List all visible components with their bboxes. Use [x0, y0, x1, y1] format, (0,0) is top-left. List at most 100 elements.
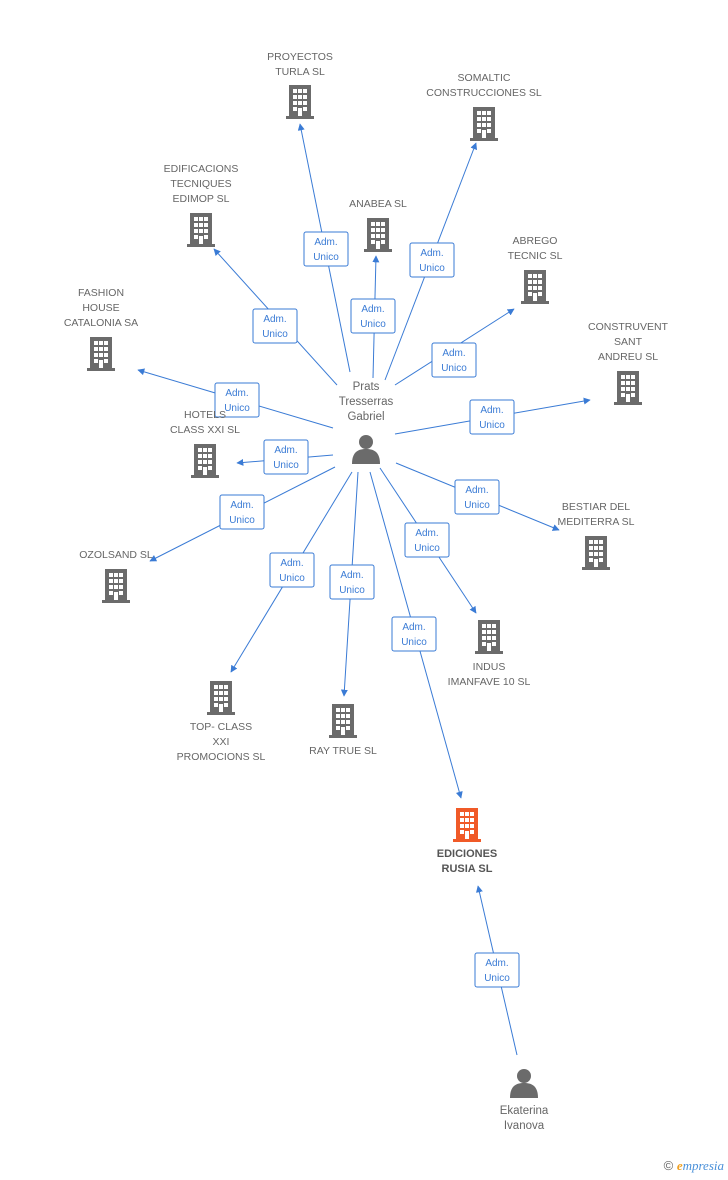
building-icon [102, 569, 130, 603]
person-label: Ivanova [504, 1120, 545, 1132]
edge-p1-c2: Adm. Unico [384, 142, 478, 381]
brand-initial: e [676, 1158, 683, 1173]
edge-label-box[interactable]: Adm.Unico [219, 494, 265, 530]
company-label: ANDREU SL [598, 351, 658, 363]
company-label: PROYECTOS [267, 51, 333, 63]
company-label: MEDITERRA SL [557, 516, 634, 528]
company-label: BESTIAR DEL [562, 501, 630, 513]
company-label: HOUSE [82, 302, 119, 314]
edge-label-text: Unico [419, 263, 445, 274]
edge-label-text: Adm. [361, 304, 384, 315]
edge-label-text: Unico [313, 252, 339, 263]
edge-label-frame [454, 479, 500, 515]
edge-label-text: Unico [262, 329, 288, 340]
edge-label-box[interactable]: Adm. Unico [391, 616, 437, 652]
edge-label-box[interactable]: Adm. Unico [409, 242, 455, 278]
person-label: Gabriel [347, 411, 384, 423]
company-node-c4[interactable]: ANABEA SL [349, 198, 407, 252]
person-label: Prats [353, 381, 380, 393]
edge-label-text: Unico [229, 515, 255, 526]
company-node-c13[interactable]: RAY TRUE SL [309, 704, 377, 757]
edge-label-frame [474, 952, 520, 988]
company-label: EDIMOP SL [173, 193, 230, 205]
company-label: HOTELS [184, 409, 226, 421]
edge-p2-c14: Adm.Unico [474, 885, 520, 1056]
edge-label-box[interactable]: Adm.Unico [263, 439, 309, 475]
edge-label-frame [252, 308, 298, 344]
company-label: TECNIQUES [170, 178, 231, 190]
edge-p1-c13: Adm.Unico [329, 471, 375, 697]
edge-label-frame [409, 242, 455, 278]
company-label: IMANFAVE 10 SL [448, 676, 531, 688]
edge-label-frame [469, 399, 515, 435]
building-icon [582, 536, 610, 570]
company-node-c10[interactable]: OZOLSAND SL [79, 549, 153, 603]
edge-label-frame [391, 616, 437, 652]
edge-label-text: Unico [414, 543, 440, 554]
company-label: CONSTRUVENT [588, 321, 669, 333]
edge-label-box[interactable]: Adm. Unico [269, 552, 315, 588]
edge-label-box[interactable]: Adm.Unico [469, 399, 515, 435]
edge-label-frame [214, 382, 260, 418]
company-label: CLASS XXI SL [170, 424, 240, 436]
edge-p1-c12: Adm. Unico [230, 471, 353, 673]
edge-label-text: Adm. [442, 348, 465, 359]
edge-label-box[interactable]: Adm.Unico [329, 564, 375, 600]
edge-label-text: Unico [401, 637, 427, 648]
company-node-c8[interactable]: HOTELS CLASS XXI SL [170, 409, 240, 478]
edge-label-text: Unico [484, 973, 510, 984]
edge-label-text: Adm. [480, 405, 503, 416]
company-node-c1[interactable]: PROYECTOS TURLA SL [267, 51, 333, 119]
edge-label-box[interactable]: Adm.Unico [404, 522, 450, 558]
company-label: XXI [213, 736, 230, 748]
edge-label-text: Unico [464, 500, 490, 511]
company-label: EDICIONES [437, 848, 498, 860]
company-node-c9[interactable]: BESTIAR DEL MEDITERRA SL [557, 501, 635, 570]
edge-label-box[interactable]: Adm. Unico [303, 231, 349, 267]
edge-label-text: Adm. [420, 248, 443, 259]
edge-label-text: Unico [441, 363, 467, 374]
company-label: FASHION [78, 287, 124, 299]
edge-label-text: Adm. [280, 558, 303, 569]
company-label: TURLA SL [275, 66, 325, 78]
brand-name: mpresia [682, 1158, 724, 1173]
edge-label-frame [263, 439, 309, 475]
edge-label-box[interactable]: Adm.Unico [474, 952, 520, 988]
edge-label-text: Adm. [263, 314, 286, 325]
edge-label-frame [219, 494, 265, 530]
edge-label-text: Adm. [402, 622, 425, 633]
company-label: ANABEA SL [349, 198, 407, 210]
edge-label-text: Unico [224, 403, 250, 414]
building-icon [286, 85, 314, 119]
building-icon [453, 808, 481, 842]
brand-logo[interactable]: empresia [677, 1158, 724, 1173]
edge-p1-c1: Adm. Unico [297, 123, 351, 373]
edge-label-text: Unico [339, 585, 365, 596]
edge-label-text: Unico [279, 573, 305, 584]
company-label: RAY TRUE SL [309, 745, 377, 757]
edge-p1-c7: Adm.Unico [394, 397, 591, 435]
edge-p1-c8: Adm.Unico [236, 439, 334, 475]
edge-label-box[interactable]: Adm.Unico [350, 298, 396, 334]
edge-label-box[interactable]: Adm. Unico [431, 342, 477, 378]
edge-label-text: Adm. [314, 237, 337, 248]
edge-label-frame [329, 564, 375, 600]
edge-label-box[interactable]: Adm.Unico [454, 479, 500, 515]
edge-label-box[interactable]: Adm.Unico [214, 382, 260, 418]
edge-label-box[interactable]: Adm. Unico [252, 308, 298, 344]
nodes-layer: PROYECTOS TURLA SL SOMALTICCONSTRUCCIONES … [64, 51, 669, 1132]
building-icon [521, 270, 549, 304]
edge-p1-c11: Adm.Unico [379, 467, 477, 614]
